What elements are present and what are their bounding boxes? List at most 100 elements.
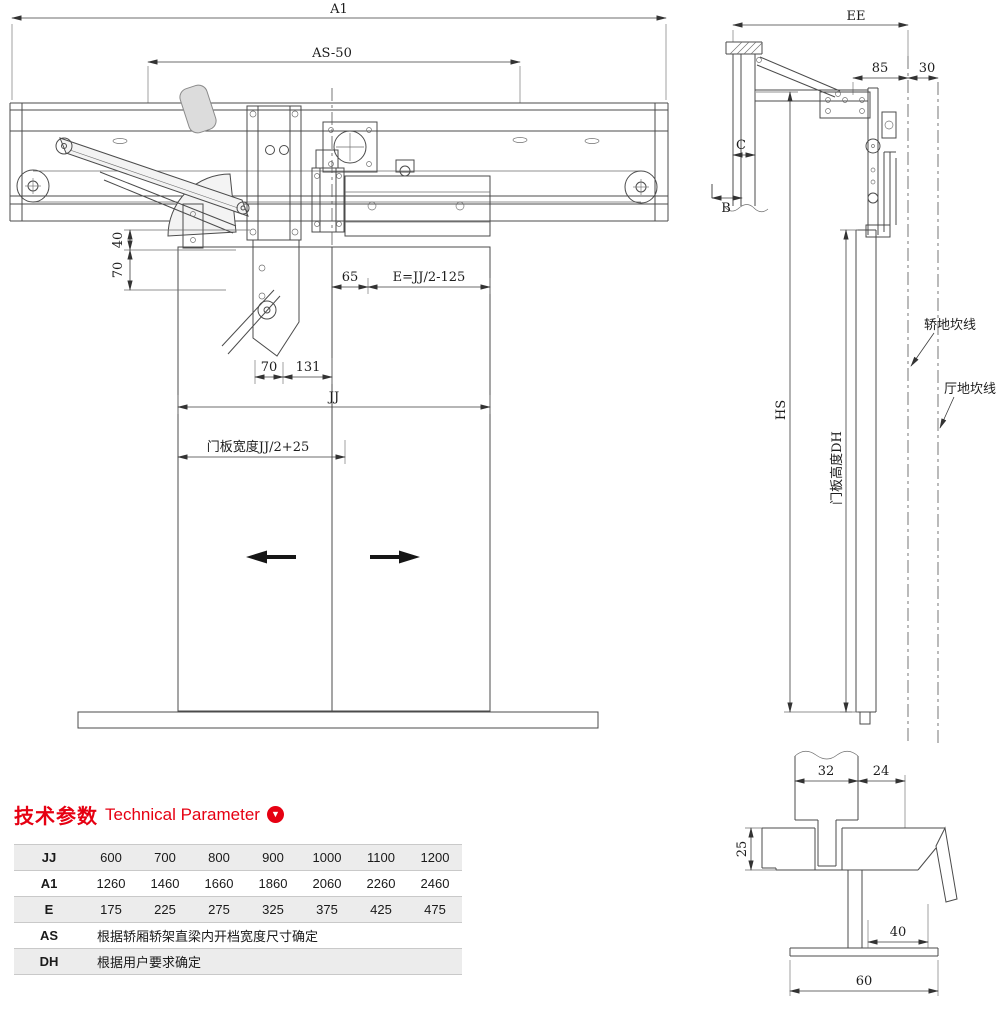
dim-b-label: B	[721, 201, 731, 216]
cell: 275	[192, 896, 246, 923]
dim-40: 40	[867, 904, 929, 948]
cell: 1860	[246, 870, 300, 897]
dim-70-horiz-label: 70	[261, 360, 278, 375]
door-height-label: 门板高度DH	[829, 431, 845, 505]
side-view: EE 85 30	[711, 9, 996, 744]
parameter-table: JJ 600 700 800 900 1000 1100 1200 A1 126…	[14, 844, 462, 975]
door-bottom-section	[794, 750, 859, 867]
dim-hs-label: HS	[774, 400, 789, 420]
door-panel-right	[331, 246, 491, 712]
dim-32-label: 32	[818, 764, 835, 779]
cell: 700	[138, 844, 192, 871]
row-label: A1	[14, 870, 84, 897]
dim-a1-label: A1	[329, 2, 348, 17]
row-note: 根据用户要求确定	[84, 948, 462, 975]
landing-sill	[77, 711, 599, 729]
dim-40-70: 40 70	[111, 229, 250, 291]
cell: 225	[138, 896, 192, 923]
car-upright	[711, 41, 769, 213]
dim-131-label: 131	[296, 360, 321, 375]
dim-as50-label: AS-50	[311, 46, 352, 61]
cell: 175	[84, 896, 138, 923]
cell: 1000	[300, 844, 354, 871]
cell: 1200	[408, 844, 462, 871]
dim-jj-label: JJ	[327, 390, 339, 405]
dim-as50: AS-50	[147, 46, 521, 103]
hall-sill-label: 厅地坎线	[944, 382, 996, 397]
pulley-left	[16, 169, 50, 203]
dim-b: B	[711, 195, 743, 216]
table-row-a1: A1 1260 1460 1660 1860 2060 2260 2460	[14, 870, 462, 897]
cell: 1100	[354, 844, 408, 871]
cell: 2060	[300, 870, 354, 897]
sill-profile	[761, 826, 958, 957]
door-hanger-left	[182, 105, 302, 357]
dim-40-label: 40	[111, 232, 126, 249]
row-label: JJ	[14, 844, 84, 871]
row-label: DH	[14, 948, 84, 975]
section-title-en: Technical Parameter	[105, 804, 260, 824]
dim-ee-label: EE	[847, 9, 866, 24]
car-sill-label: 轿地坎线	[924, 318, 976, 333]
hall-sill-leader: 厅地坎线	[939, 382, 996, 429]
car-sill-leader: 轿地坎线	[910, 318, 976, 367]
door-open-arrow-right	[370, 550, 420, 564]
dim-60: 60	[789, 960, 939, 996]
belt-tension-handle	[179, 84, 217, 134]
cell: 900	[246, 844, 300, 871]
cell: 1260	[84, 870, 138, 897]
dim-c: C	[732, 138, 756, 158]
door-panel-left	[177, 246, 333, 712]
dim-door-width: 门板宽度JJ/2+25	[177, 439, 346, 464]
cell: 2460	[408, 870, 462, 897]
table-row-jj: JJ 600 700 800 900 1000 1100 1200	[14, 844, 462, 871]
door-width-label: 门板宽度JJ/2+25	[207, 439, 310, 455]
dim-ee: EE	[732, 9, 909, 56]
cell: 600	[84, 844, 138, 871]
table-row-dh: DH 根据用户要求确定	[14, 948, 462, 975]
cell: 1460	[138, 870, 192, 897]
table-row-as: AS 根据轿厢轿架直梁内开档宽度尺寸确定	[14, 922, 462, 949]
cell: 325	[246, 896, 300, 923]
door-hanger-right	[311, 149, 491, 237]
section-title-cn: 技术参数	[14, 806, 98, 828]
dim-e-label: E=JJ/2-125	[393, 270, 466, 285]
dim-85-30: 85 30	[852, 61, 939, 95]
dim-40-label: 40	[890, 925, 907, 940]
cell: 475	[408, 896, 462, 923]
dim-24-label: 24	[873, 764, 890, 779]
door-panel-side	[855, 229, 877, 725]
dim-25-label: 25	[735, 841, 750, 858]
dim-32-24: 32 24	[794, 764, 906, 828]
dim-30-label: 30	[919, 61, 936, 76]
row-label: AS	[14, 922, 84, 949]
dim-65-e: 65 E=JJ/2-125	[331, 270, 491, 294]
dim-70-vert-label: 70	[111, 262, 126, 279]
door-operator-track	[9, 102, 669, 222]
section-title: 技术参数 Technical Parameter ▼	[14, 800, 484, 829]
dim-dh: 门板高度DH	[829, 229, 858, 713]
row-label: E	[14, 896, 84, 923]
door-open-arrow-left	[246, 550, 296, 564]
dim-a1: A1	[11, 2, 667, 100]
header-bracket	[819, 87, 897, 238]
cell: 375	[300, 896, 354, 923]
motor-flange	[322, 121, 378, 173]
dim-25: 25	[735, 827, 776, 871]
cell: 1660	[192, 870, 246, 897]
pulley-right	[624, 170, 658, 204]
dim-85-label: 85	[872, 61, 889, 76]
technical-parameter-section: 技术参数 Technical Parameter ▼ JJ 600 700 80…	[14, 800, 484, 975]
drive-crank-mechanism	[55, 84, 250, 237]
front-view: A1 AS-50	[9, 2, 669, 729]
row-note: 根据轿厢轿架直梁内开档宽度尺寸确定	[84, 922, 462, 949]
dim-jj: JJ	[177, 390, 491, 414]
dim-hs: HS	[756, 91, 852, 713]
cell: 425	[354, 896, 408, 923]
table-row-e: E 175 225 275 325 375 425 475	[14, 896, 462, 923]
sill-detail: 32 24 25	[735, 750, 958, 996]
dim-60-label: 60	[856, 974, 873, 989]
cell: 800	[192, 844, 246, 871]
